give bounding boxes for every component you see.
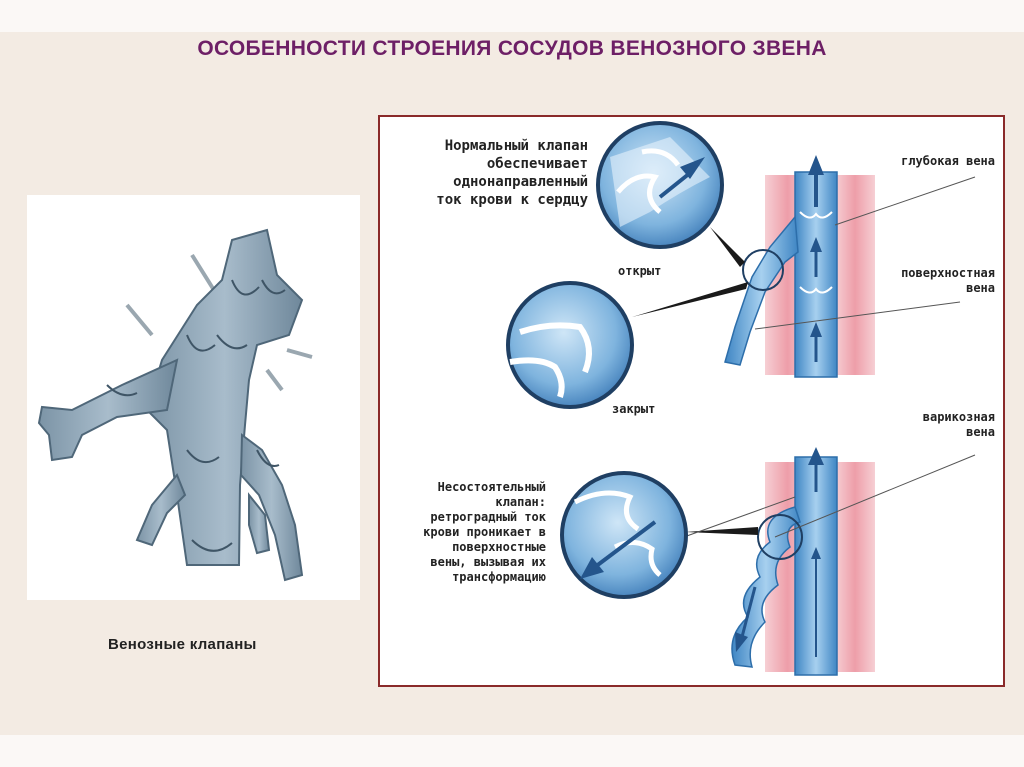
valve-closed-magnifier	[506, 281, 634, 409]
top-band	[0, 0, 1024, 32]
open-label: открыт	[618, 264, 662, 278]
venous-valves-illustration	[37, 228, 313, 582]
valve-open-magnifier	[596, 121, 724, 249]
venous-valves-panel	[27, 195, 360, 600]
superficial-vein-label: поверхностная вена	[901, 266, 995, 295]
insufficient-valve-label: Несостоятельный клапан: ретроградный ток…	[423, 480, 546, 584]
normal-valve-label: Нормальный клапан обеспечивает однонапра…	[436, 138, 588, 208]
valve-insufficient-magnifier	[560, 471, 688, 599]
left-caption: Венозные клапаны	[108, 636, 257, 653]
deep-vein-label: глубокая вена	[901, 154, 995, 168]
slide-title: ОСОБЕННОСТИ СТРОЕНИЯ СОСУДОВ ВЕНОЗНОГО З…	[197, 37, 827, 60]
varicose-vein-label: варикозная вена	[922, 410, 995, 439]
vein-diagram	[506, 121, 976, 676]
bottom-band	[0, 735, 1024, 767]
closed-label: закрыт	[612, 402, 656, 416]
valve-function-panel: Нормальный клапан обеспечивает однонапра…	[378, 115, 1005, 687]
